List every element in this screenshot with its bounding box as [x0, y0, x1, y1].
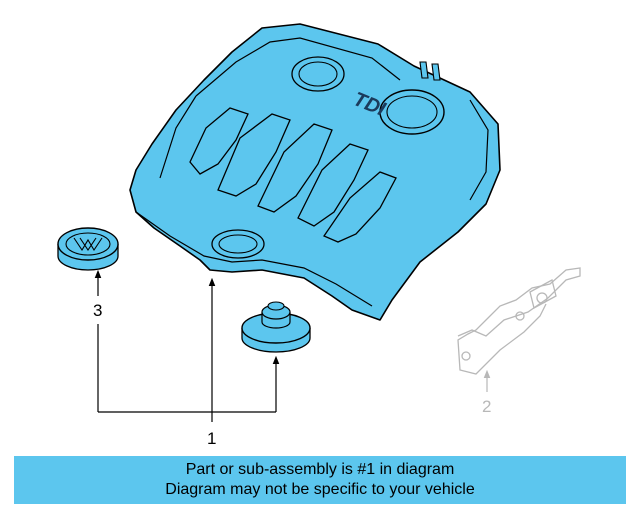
banner-line-1: Part or sub-assembly is #1 in diagram [185, 461, 455, 478]
engine-cover[interactable]: TDI [129, 23, 501, 321]
callout-3-label: 3 [93, 301, 102, 320]
callout-1-leaders [97, 277, 280, 422]
callout-1-label: 1 [207, 429, 216, 448]
emblem-part[interactable] [57, 227, 119, 271]
banner-line-2: Diagram may not be specific to your vehi… [165, 481, 475, 498]
bracket-part [457, 267, 581, 375]
grommet-part[interactable] [241, 301, 311, 353]
parts-diagram: TDI 3 1 2 [57, 23, 581, 448]
callout-2-label: 2 [482, 397, 491, 416]
info-banner: Part or sub-assembly is #1 in diagram Di… [14, 456, 626, 504]
